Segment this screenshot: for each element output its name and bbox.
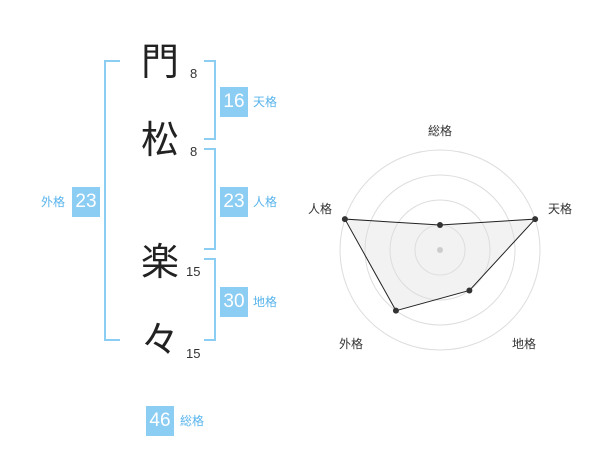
name-char-4: 々 xyxy=(140,318,179,362)
chikaku-bracket xyxy=(204,258,216,341)
gaikaku-bracket xyxy=(104,60,120,341)
name-char-3: 楽 xyxy=(140,240,179,284)
tenkaku-bracket xyxy=(204,60,216,140)
stroke-count-4: 15 xyxy=(186,346,201,361)
radar-grid-ring xyxy=(414,224,466,276)
radar-area-fill xyxy=(344,219,536,311)
soukaku-value: 46 xyxy=(146,406,174,436)
jinkaku-label: 人格 xyxy=(253,195,278,209)
radar-grid-ring xyxy=(364,174,516,326)
radar-grid-ring xyxy=(389,199,491,301)
name-char-1: 門 xyxy=(140,40,179,84)
name-char-2: 松 xyxy=(140,118,179,162)
radar-center-dot xyxy=(437,247,443,253)
gaikaku-value: 23 xyxy=(72,187,100,217)
jinkaku-value: 23 xyxy=(220,187,248,217)
stroke-count-3: 15 xyxy=(186,264,201,279)
tenkaku-value: 16 xyxy=(220,87,248,117)
jinkaku-bracket xyxy=(204,148,216,250)
radar-label-tenkaku: 天格 xyxy=(548,202,573,216)
radar-point-2 xyxy=(532,216,539,223)
gaikaku-label: 外格 xyxy=(41,195,66,209)
radar-label-chikaku: 地格 xyxy=(512,337,537,351)
chikaku-label: 地格 xyxy=(253,295,278,309)
radar-label-jinkaku: 人格 xyxy=(308,202,333,216)
stroke-count-2: 8 xyxy=(190,144,198,159)
radar-point-3 xyxy=(466,287,473,294)
chikaku-value: 30 xyxy=(220,287,248,317)
radar-label-gaikaku: 外格 xyxy=(339,337,364,351)
radar-grid-ring xyxy=(339,149,541,351)
radar-series-line xyxy=(344,218,537,312)
soukaku-label: 総格 xyxy=(180,414,205,428)
radar-point-1 xyxy=(437,222,443,228)
radar-point-5 xyxy=(341,216,348,223)
tenkaku-label: 天格 xyxy=(253,95,278,109)
radar-label-soukaku: 総格 xyxy=(428,124,453,138)
stroke-count-1: 8 xyxy=(190,66,198,81)
radar-point-4 xyxy=(392,307,399,314)
